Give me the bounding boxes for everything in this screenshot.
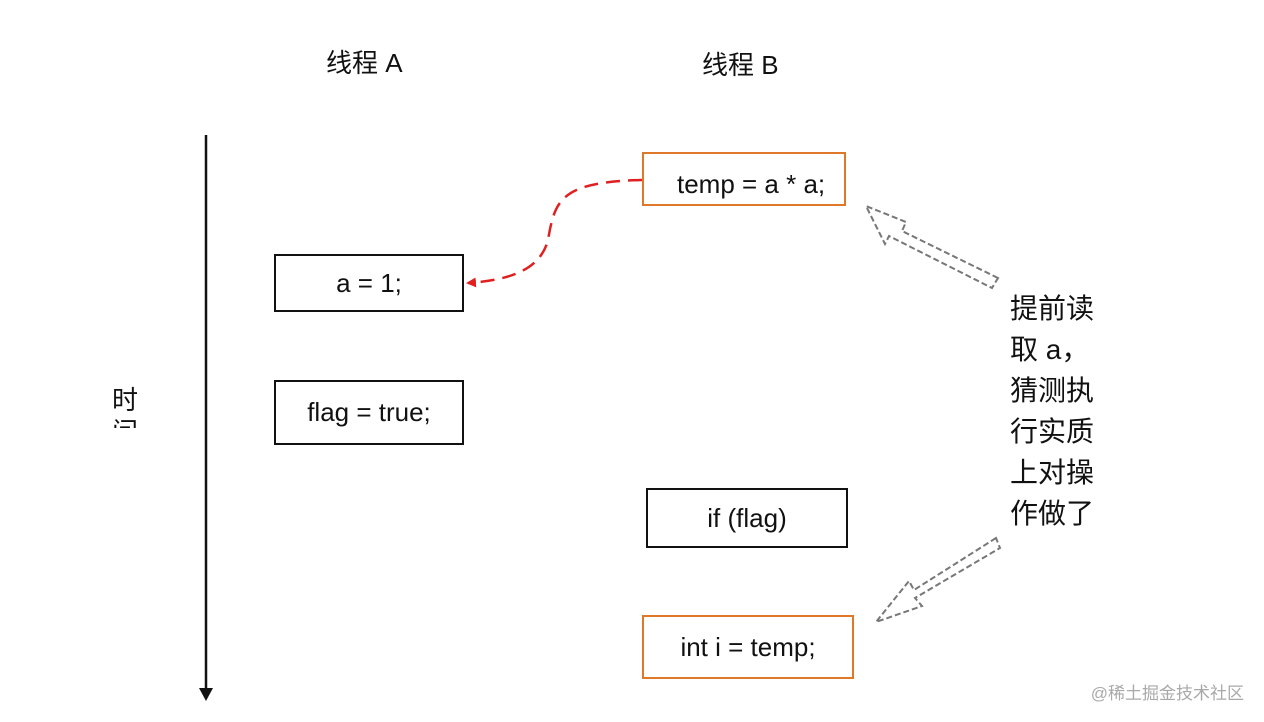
op-box-int-assign: int i = temp; — [642, 615, 854, 679]
op-box-a-assign: a = 1; — [274, 254, 464, 312]
thread-a-header: 线程 A — [326, 48, 403, 78]
op-box-flag-assign: flag = true; — [274, 380, 464, 445]
op-box-if-flag: if (flag) — [646, 488, 848, 548]
thread-b-header: 线程 B — [702, 50, 779, 80]
watermark: @稀土掘金技术社区 — [1090, 684, 1244, 703]
note-arrow-lower — [873, 536, 1002, 625]
reorder-note: 提前读取 a，猜测执行实质上对操作做了重排序 — [1010, 293, 1095, 529]
time-axis-arrow — [199, 135, 213, 701]
note-arrow-upper — [863, 204, 1000, 290]
time-axis-label: 时间 — [112, 385, 139, 428]
op-box-temp-assign: temp = a * a; — [642, 152, 846, 206]
speculative-read-arrow — [466, 178, 643, 288]
